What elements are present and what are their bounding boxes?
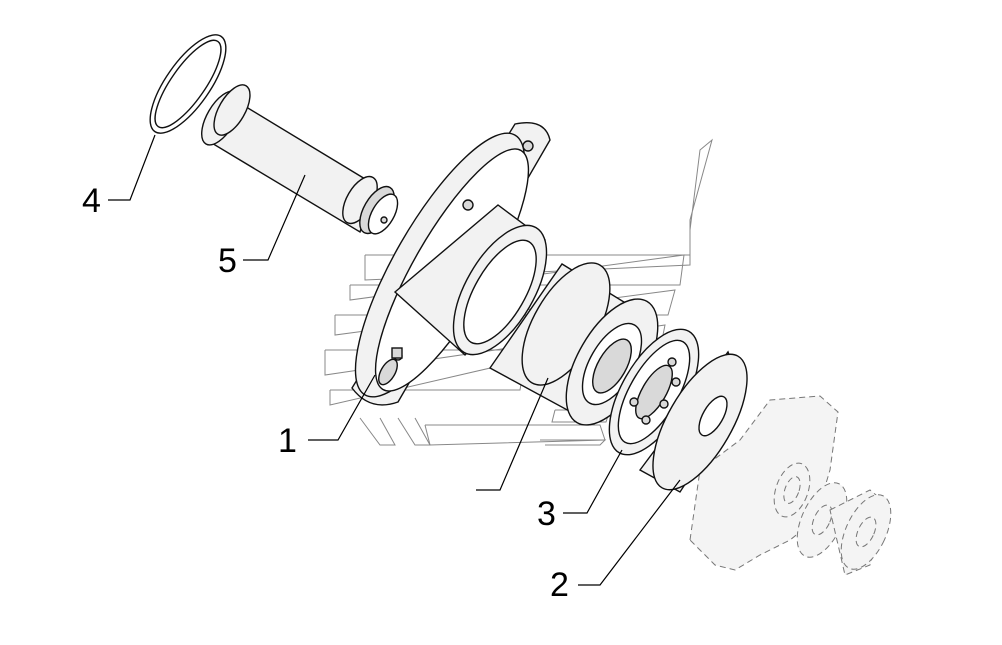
part-3-bearing [608, 328, 700, 456]
part-5-pin-shaft [201, 84, 399, 235]
leader-line-5 [243, 174, 306, 261]
part-2-seal-washer [638, 350, 748, 493]
leader-line-bushing [476, 377, 549, 491]
leader-line-3 [563, 449, 623, 514]
leader-line-4 [108, 134, 156, 201]
bushing-sleeve [488, 262, 659, 426]
callout-2: 2 [550, 566, 569, 604]
callout-4: 4 [82, 182, 101, 220]
leader-line-2 [578, 479, 681, 586]
callout-3: 3 [537, 495, 556, 533]
callout-5: 5 [218, 242, 237, 280]
leader-line-1 [308, 374, 376, 441]
leader-lines [108, 134, 681, 586]
part-1-flanged-hub [351, 122, 551, 406]
callout-1: 1 [278, 422, 297, 460]
ghost-mating-housing [689, 395, 892, 576]
part-4-seal-ring [149, 34, 227, 134]
